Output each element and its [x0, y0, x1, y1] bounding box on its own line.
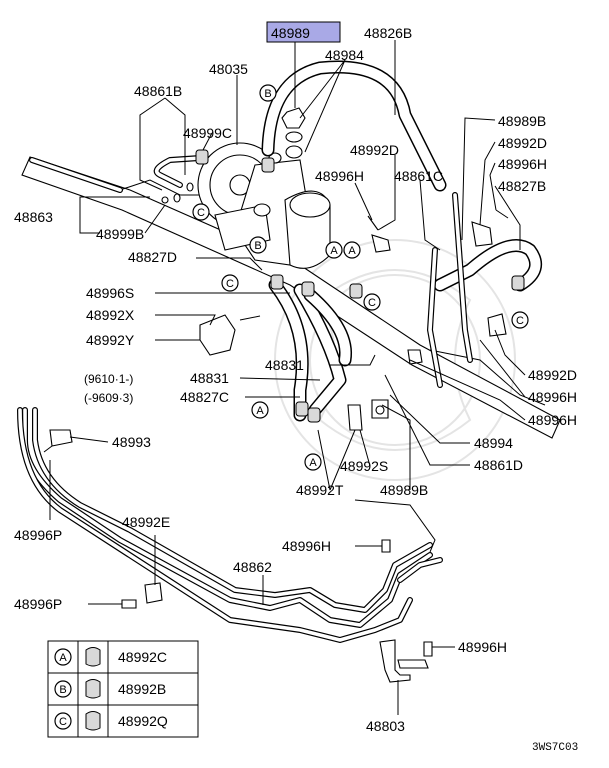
- label-48827D[interactable]: 48827D: [128, 249, 177, 265]
- callout-A-3: A: [251, 401, 269, 419]
- label-48996P-b[interactable]: 48996P: [14, 596, 62, 612]
- label-48984[interactable]: 48984: [325, 47, 364, 63]
- label-48035[interactable]: 48035: [209, 61, 248, 77]
- clamp-icon: [85, 647, 101, 667]
- diagram-code: 3WS7C03: [532, 742, 578, 754]
- label-48803[interactable]: 48803: [366, 718, 405, 734]
- label-48996H-br[interactable]: 48996H: [458, 639, 507, 655]
- legend-row-A: A 48992C: [54, 647, 167, 667]
- callout-A-4: A: [304, 453, 322, 471]
- svg-text:C: C: [516, 315, 524, 327]
- label-48992X[interactable]: 48992X: [86, 307, 135, 323]
- callout-C-4: C: [511, 311, 529, 329]
- svg-text:A: A: [309, 457, 317, 469]
- label-48999B[interactable]: 48999B: [96, 226, 144, 242]
- svg-text:A: A: [59, 652, 67, 664]
- highlight-box: [266, 21, 341, 43]
- label-48992T[interactable]: 48992T: [296, 482, 344, 498]
- label-48996H-mid[interactable]: 48996H: [315, 168, 364, 184]
- legend-part-B[interactable]: 48992B: [118, 681, 166, 697]
- pipes: [17, 155, 473, 643]
- leader-lines: [49, 40, 526, 715]
- svg-text:C: C: [197, 207, 205, 219]
- label-48992Y[interactable]: 48992Y: [86, 332, 135, 348]
- label-48861B[interactable]: 48861B: [134, 83, 182, 99]
- callout-B-2: B: [249, 236, 267, 254]
- label-48994[interactable]: 48994: [474, 435, 513, 451]
- label-48996P-a[interactable]: 48996P: [14, 527, 62, 543]
- svg-text:B: B: [254, 240, 261, 252]
- clamp-icon: [85, 711, 101, 731]
- label-48827B[interactable]: 48827B: [498, 178, 546, 194]
- label-48989[interactable]: 48989: [271, 25, 310, 41]
- legend-part-C[interactable]: 48992Q: [118, 713, 168, 729]
- date-range-b: (-9609·3): [84, 391, 133, 405]
- legend-table: A 48992C B 48992B C 48992Q: [47, 640, 199, 738]
- svg-text:C: C: [226, 278, 234, 290]
- label-48996S[interactable]: 48996S: [86, 285, 134, 301]
- label-48861D[interactable]: 48861D: [474, 457, 523, 473]
- label-48827C[interactable]: 48827C: [180, 389, 229, 405]
- label-48862[interactable]: 48862: [233, 559, 272, 575]
- svg-text:A: A: [256, 405, 264, 417]
- label-48992D-right[interactable]: 48992D: [498, 135, 547, 151]
- label-48861C[interactable]: 48861C: [394, 168, 443, 184]
- part-labels: 48989 48826B 48035 48984 48861B 48999C 4…: [14, 25, 577, 734]
- label-48996H-low2[interactable]: 48996H: [528, 412, 577, 428]
- label-48996H-bottom[interactable]: 48996H: [282, 538, 331, 554]
- label-48992D-low[interactable]: 48992D: [528, 367, 577, 383]
- legend-row-B: B 48992B: [54, 679, 166, 699]
- svg-text:B: B: [59, 684, 66, 696]
- label-48989B-low[interactable]: 48989B: [380, 482, 428, 498]
- label-48996H-right1[interactable]: 48996H: [498, 156, 547, 172]
- svg-text:C: C: [368, 297, 376, 309]
- label-48999C[interactable]: 48999C: [183, 125, 232, 141]
- callout-C-3: C: [363, 293, 381, 311]
- callout-B-1: B: [259, 84, 277, 102]
- date-range-a: (9610·1-): [84, 372, 133, 386]
- svg-text:A: A: [348, 245, 356, 257]
- label-48989B-right[interactable]: 48989B: [498, 113, 546, 129]
- svg-text:C: C: [59, 716, 67, 728]
- fittings: [43, 107, 525, 683]
- label-48992D-top[interactable]: 48992D: [350, 142, 399, 158]
- label-48863[interactable]: 48863: [14, 209, 53, 225]
- callout-A-2: A: [343, 241, 361, 259]
- clamp-icon: [85, 679, 101, 699]
- label-48992S[interactable]: 48992S: [340, 458, 388, 474]
- label-48826B[interactable]: 48826B: [364, 25, 412, 41]
- label-48992E[interactable]: 48992E: [122, 514, 170, 530]
- callout-C-2: C: [221, 274, 239, 292]
- svg-text:A: A: [330, 245, 338, 257]
- label-48831-b[interactable]: 48831: [190, 370, 229, 386]
- label-48996H-low1[interactable]: 48996H: [528, 389, 577, 405]
- label-48993[interactable]: 48993: [112, 434, 151, 450]
- svg-text:B: B: [264, 88, 271, 100]
- callout-C-1: C: [192, 203, 210, 221]
- label-48831-a[interactable]: 48831: [265, 357, 304, 373]
- hoses: [261, 60, 543, 422]
- callout-A-1: A: [325, 241, 343, 259]
- legend-part-A[interactable]: 48992C: [118, 649, 167, 665]
- callouts: B C B C A A C C A A: [192, 84, 529, 471]
- legend-row-C: C 48992Q: [54, 711, 168, 731]
